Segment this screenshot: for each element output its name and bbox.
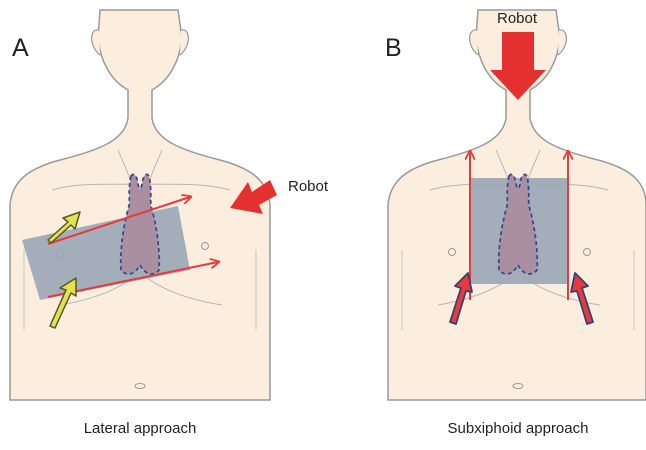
panel-b [388, 10, 646, 400]
panel-a-ear-left [92, 30, 100, 55]
panel-a-letter: A [12, 34, 29, 63]
panel-a-ear-right [180, 30, 188, 55]
panel-a-caption: Lateral approach [84, 420, 197, 437]
panel-a-robot-label: Robot [288, 178, 328, 195]
panel-b-caption: Subxiphoid approach [448, 420, 589, 437]
panel-b-robot-label: Robot [497, 10, 537, 27]
panel-b-letter: B [385, 34, 402, 63]
panel-b-ear-right [558, 30, 566, 55]
panel-b-ear-left [470, 30, 478, 55]
panel-a [10, 10, 277, 400]
